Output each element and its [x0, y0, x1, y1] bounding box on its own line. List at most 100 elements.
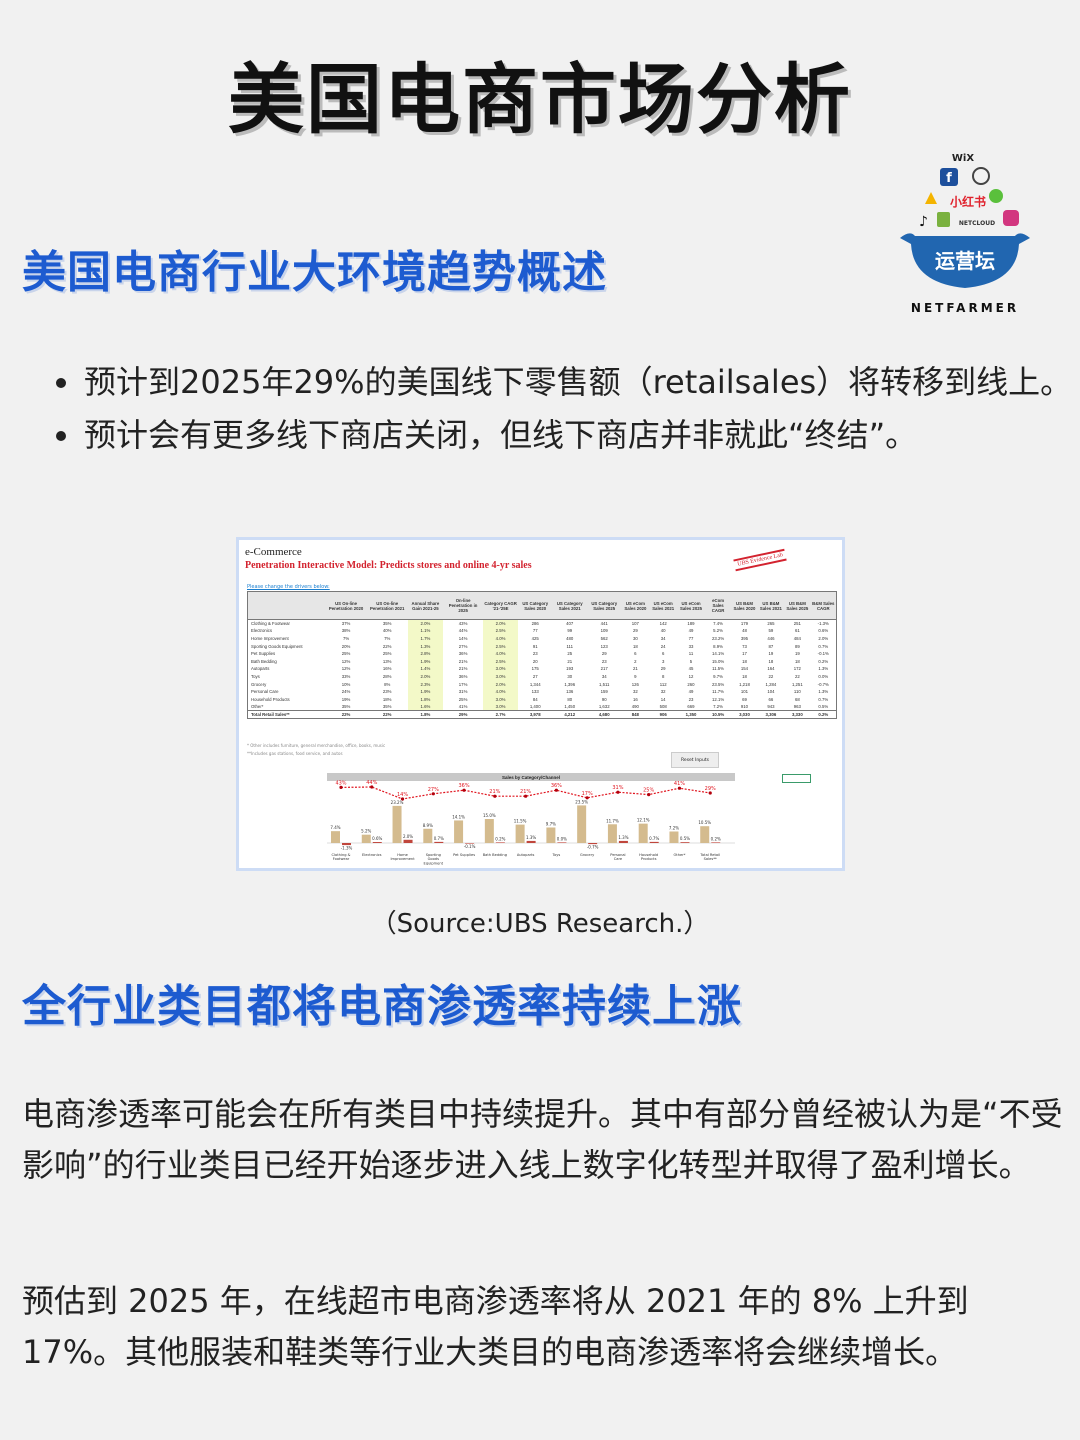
bar-label: 0.0% [557, 836, 567, 841]
table-cell: Autoparts [251, 666, 270, 672]
table-cell: Bath Bedding [251, 658, 277, 664]
table-cell: 286 [531, 621, 539, 627]
line-label: 21% [520, 789, 531, 795]
bar-label: 1.3% [618, 835, 628, 840]
line-label: 36% [551, 783, 562, 789]
table-cell: -0.1% [817, 651, 829, 657]
figure-subtitle: Penetration Interactive Model: Predicts … [245, 560, 532, 571]
table-cell: 217 [600, 666, 608, 672]
column-header: US Category Sales 2025 [586, 591, 622, 620]
table-cell: 13% [382, 658, 392, 664]
table-cell: -1.3% [817, 621, 829, 627]
table-cell: 11 [688, 651, 694, 657]
table-cell: 23 [532, 651, 538, 657]
footnote: * Other includes furniture, general merc… [247, 743, 386, 748]
table-cell: 59 [768, 628, 774, 634]
table-cell: 109 [600, 628, 608, 634]
table-cell: 69 [742, 696, 747, 702]
bm-cagr-bar [372, 842, 382, 843]
table-cell: 99 [567, 628, 573, 634]
table-cell: 7.2% [713, 704, 723, 710]
table-cell: 40% [382, 628, 392, 634]
table-cell: 126 [631, 681, 639, 687]
bm-cagr-bar [342, 843, 351, 846]
line-point [370, 785, 374, 789]
table-cell: 34 [601, 673, 607, 679]
column-header: On-line Penetration in 2025 [443, 591, 484, 620]
table-cell: 14% [458, 635, 468, 641]
line-point [677, 786, 682, 790]
bar-label: 7.4% [330, 825, 340, 830]
table-cell: 1.3% [818, 689, 829, 695]
table-cell: 848 [621, 710, 650, 719]
table-cell: 18% [382, 696, 392, 702]
table-cell: 8% [384, 681, 391, 687]
ecom-cagr-bar [546, 827, 556, 843]
table-cell: 179 [740, 621, 749, 627]
table-cell: 80 [567, 696, 573, 702]
table-cell: 21 [632, 666, 638, 672]
table-cell: 669 [687, 704, 695, 710]
table-cell: 7% [384, 635, 391, 641]
chart-title: Sales by Category/Channel [502, 775, 560, 780]
table-cell: 22 [768, 673, 774, 679]
column-header: US B&M Sales 2020 [731, 591, 758, 620]
bar-label: 8.9% [423, 823, 433, 828]
table-cell: 2.0% [407, 619, 444, 628]
table-cell: 20% [341, 643, 351, 649]
table-cell: 43% [458, 621, 468, 627]
table-cell: 40 [660, 628, 666, 634]
table-cell: 37% [341, 621, 351, 627]
bar-label: 1.3% [526, 835, 536, 840]
table-cell: 1,396 [564, 681, 576, 687]
table-cell: Personal Care [251, 689, 279, 695]
ecom-cagr-bar [638, 823, 648, 843]
table-cell: 441 [600, 621, 608, 627]
table-cell: 12% [341, 658, 351, 664]
bm-cagr-bar [434, 841, 444, 843]
ecom-cagr-bar [392, 805, 402, 843]
ecom-cagr-bar [331, 831, 340, 843]
table-cell: 1,344 [529, 681, 541, 687]
table-row: Total Retail Sales**22%22%1.8%29%2.7%3,9… [247, 710, 837, 719]
svg-text:♪: ♪ [919, 214, 928, 230]
table-cell: 34 [660, 635, 666, 641]
table-cell: 91 [532, 643, 538, 649]
ecom-cagr-bar [484, 819, 494, 843]
ecom-cagr-bar [454, 820, 464, 843]
table-cell: 1,284 [765, 681, 777, 687]
table-cell: 9 [634, 673, 637, 679]
table-cell: 35% [341, 704, 351, 710]
table-cell: 18 [632, 643, 638, 649]
table-cell: 7.4% [713, 621, 723, 627]
table-cell: 29 [601, 651, 607, 657]
table-cell: 28% [382, 673, 392, 679]
bm-cagr-bar [588, 843, 598, 845]
reset-inputs-button: Reset Inputs [671, 752, 719, 768]
table-cell: 35% [382, 704, 392, 710]
svg-text:WiX: WiX [952, 153, 974, 164]
bar-label: 11.5% [514, 819, 527, 824]
bar-label: 0.6% [372, 836, 382, 841]
svg-text:NETCLOUD: NETCLOUD [959, 220, 995, 227]
bar-label: 0.7% [649, 836, 659, 841]
bm-cagr-bar [465, 843, 475, 844]
ubs-stamp: UBS Evidence Lab [733, 548, 788, 572]
table-cell: 23% [382, 689, 392, 695]
table-cell: 33 [688, 643, 694, 649]
table-cell: 8.9% [713, 643, 723, 649]
ecom-cagr-bar [669, 831, 679, 843]
table-cell: 4.0% [483, 649, 518, 658]
netfarmer-logo: WiX f 小红书 ♪ NETCLOUD 运营坛 NETFARMER [895, 148, 1035, 320]
bar-label: 9.7% [546, 821, 556, 826]
table-cell: 32 [660, 689, 666, 695]
table-cell: 1.3% [818, 666, 829, 672]
table-cell: 2.0% [483, 680, 518, 688]
table-cell: 0.0% [818, 673, 829, 679]
svg-text:小红书: 小红书 [950, 194, 986, 209]
table-cell: 18 [794, 658, 800, 664]
